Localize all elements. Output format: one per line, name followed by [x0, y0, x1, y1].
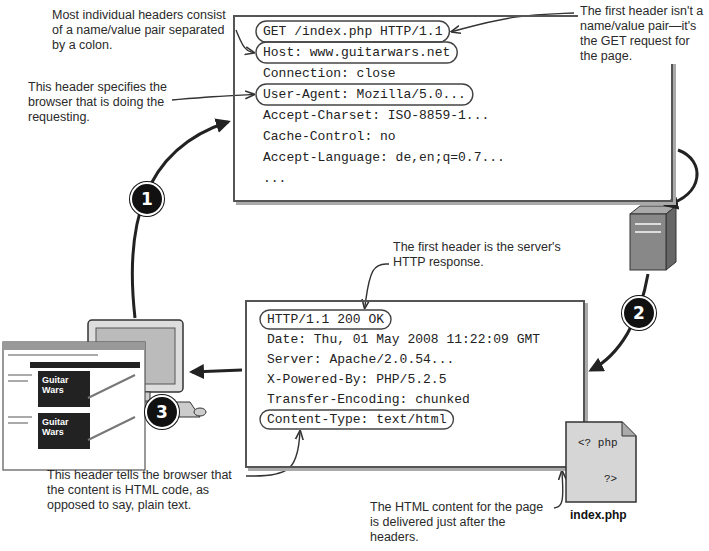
highlight-loop [260, 310, 391, 329]
highlight-loop [260, 410, 453, 429]
header-line: Connection: close [263, 66, 396, 81]
flow-arrow [192, 370, 242, 372]
highlight-loop [256, 21, 449, 42]
server-slot [635, 223, 661, 225]
header-line: Host: www.guitarwars.net [263, 45, 450, 60]
file-outline [558, 420, 648, 504]
callout-number: 3 [145, 395, 179, 429]
page-text-line [8, 422, 28, 424]
header-line: Accept-Language: de,en;q=0.7... [263, 150, 505, 165]
screen-text: Guitar Wars [42, 375, 86, 395]
callout-note: The first header isn't a name/value pair… [578, 4, 706, 64]
header-line: Transfer-Encoding: chunked [267, 392, 470, 407]
php-file-icon: <? php ?> index.php [558, 420, 648, 530]
callout-number: 2 [622, 296, 656, 330]
file-page [566, 422, 636, 502]
header-line: Cache-Control: no [263, 129, 396, 144]
score-header-bar [30, 362, 140, 368]
screen-text: Guitar Wars [42, 417, 86, 437]
header-line: Content-Type: text/html [267, 412, 446, 427]
header-line: User-Agent: Mozilla/5.0... [263, 87, 466, 102]
header-line: Server: Apache/2.0.54... [267, 352, 454, 367]
callout-note: Most individual headers consist of a nam… [52, 8, 232, 53]
page-text-line [8, 374, 32, 376]
highlight-loop [256, 84, 473, 105]
browser-window [3, 342, 145, 470]
guitar-image [38, 371, 90, 407]
response-headers-box: HTTP/1.1 200 OK Date: Thu, 01 May 2008 11… [245, 300, 585, 468]
mouse [194, 408, 206, 416]
guitar-neck [88, 375, 135, 398]
callout-number: 1 [130, 182, 164, 216]
callout-note: This header specifies the browser that i… [28, 80, 168, 125]
page-text-line [8, 380, 28, 382]
file-text: index.php [570, 508, 627, 523]
guitar-image [38, 413, 90, 449]
header-line: HTTP/1.1 200 OK [267, 312, 384, 327]
file-text: ?> [604, 472, 617, 487]
flow-arrow [666, 150, 697, 205]
flow-arrow [132, 122, 228, 318]
file-text: <? php [578, 436, 618, 451]
highlight-loop [256, 42, 457, 63]
header-line: Accept-Charset: ISO-8859-1... [263, 108, 489, 123]
leader-arrow [246, 432, 300, 476]
callout-note: The HTML content for the page is deliver… [370, 500, 550, 545]
file-corner [622, 422, 636, 436]
guitar-neck [88, 417, 135, 440]
server-side [666, 206, 676, 270]
callout-note: This header tells the browser that the c… [47, 468, 242, 513]
page-text-line [8, 354, 98, 356]
leader-arrow [172, 95, 253, 101]
header-line: X-Powered-By: PHP/5.2.5 [267, 372, 446, 387]
server-tower [630, 214, 666, 270]
leader-arrow [554, 472, 563, 508]
header-line: GET /index.php HTTP/1.1 [263, 24, 442, 39]
header-line: Date: Thu, 01 May 2008 11:22:09 GMT [267, 332, 540, 347]
callout-note: The first header is the server's HTTP re… [393, 240, 563, 270]
page-text-line [8, 416, 32, 418]
server-slot [635, 231, 661, 233]
header-line: ... [263, 171, 286, 186]
leader-arrow [236, 30, 253, 53]
title-bar [3, 342, 145, 350]
